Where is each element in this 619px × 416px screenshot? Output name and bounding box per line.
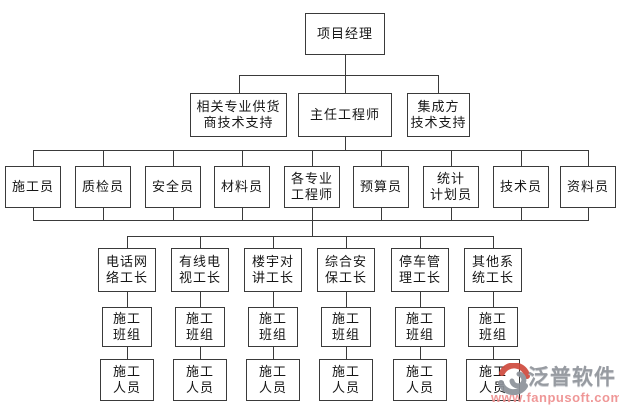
node-statistics-planner: 统计 计划员 <box>423 166 479 208</box>
connector-line <box>420 292 421 307</box>
node-material-officer: 材料员 <box>214 166 270 208</box>
connector-line <box>451 150 452 166</box>
connector-line <box>521 150 522 166</box>
node-construction-staff-3: 施工 人员 <box>246 359 300 401</box>
node-construction-team-2: 施工 班组 <box>175 307 225 347</box>
node-catv-foreman: 有线电 视工长 <box>171 248 229 292</box>
connector-line <box>438 75 439 93</box>
node-project-manager: 项目经理 <box>305 13 385 55</box>
node-construction-team-6: 施工 班组 <box>468 307 518 347</box>
connector-line <box>127 236 128 248</box>
node-security-foreman: 综合安 保工长 <box>317 248 375 292</box>
connector-line <box>239 75 439 76</box>
connector-line <box>346 292 347 307</box>
connector-line <box>420 236 421 248</box>
node-telephone-network-foreman: 电话网 络工长 <box>98 248 156 292</box>
node-other-systems-foreman: 其他系 统工长 <box>464 248 522 292</box>
connector-line <box>173 150 174 166</box>
node-quality-inspector: 质检员 <box>75 166 131 208</box>
connector-line <box>312 150 313 166</box>
connector-line <box>127 236 494 237</box>
connector-line <box>588 150 589 166</box>
node-documentation-officer: 资料员 <box>560 166 616 208</box>
node-construction-staff-1: 施工 人员 <box>100 359 154 401</box>
node-construction-team-3: 施工 班组 <box>248 307 298 347</box>
connector-line <box>273 292 274 307</box>
node-construction-team-5: 施工 班组 <box>395 307 445 347</box>
connector-line <box>451 208 452 220</box>
node-construction-team-4: 施工 班组 <box>321 307 371 347</box>
connector-line <box>33 220 589 221</box>
connector-line <box>173 208 174 220</box>
node-supplier-tech-support: 相关专业供货 商技术支持 <box>190 93 287 137</box>
connector-line <box>33 150 34 166</box>
connector-line <box>346 236 347 248</box>
node-constructor: 施工员 <box>5 166 61 208</box>
connector-line <box>273 347 274 359</box>
connector-line <box>200 292 201 307</box>
node-integrator-tech-support: 集成方 技术支持 <box>407 93 470 137</box>
node-construction-staff-4: 施工 人员 <box>319 359 373 401</box>
fanpu-brand-text: 泛普软件 <box>528 366 616 389</box>
connector-line <box>312 208 313 220</box>
connector-line <box>127 292 128 307</box>
connector-line <box>493 347 494 359</box>
connector-line <box>345 55 346 93</box>
node-construction-staff-5: 施工 人员 <box>393 359 447 401</box>
connector-line <box>493 292 494 307</box>
connector-line <box>103 208 104 220</box>
connector-line <box>381 150 382 166</box>
connector-line <box>381 208 382 220</box>
node-intercom-foreman: 楼宇对 讲工长 <box>244 248 302 292</box>
fanpu-logo-icon <box>497 362 531 404</box>
connector-line <box>345 137 346 150</box>
connector-line <box>200 236 201 248</box>
connector-line <box>127 347 128 359</box>
connector-line <box>33 208 34 220</box>
connector-line <box>346 347 347 359</box>
node-safety-officer: 安全员 <box>145 166 201 208</box>
connector-line <box>312 220 313 236</box>
connector-line <box>273 236 274 248</box>
connector-line <box>200 347 201 359</box>
node-specialty-engineers: 各专业 工程师 <box>284 166 340 208</box>
connector-line <box>239 75 240 93</box>
connector-line <box>103 150 104 166</box>
node-parking-foreman: 停车管 理工长 <box>391 248 449 292</box>
connector-line <box>420 347 421 359</box>
node-chief-engineer: 主任工程师 <box>298 93 392 137</box>
connector-line <box>242 208 243 220</box>
connector-line <box>493 236 494 248</box>
connector-line <box>33 150 589 151</box>
node-construction-staff-2: 施工 人员 <box>173 359 227 401</box>
connector-line <box>588 208 589 220</box>
node-construction-team-1: 施工 班组 <box>102 307 152 347</box>
connector-line <box>521 208 522 220</box>
node-budget-officer: 预算员 <box>353 166 409 208</box>
connector-line <box>242 150 243 166</box>
node-technician: 技术员 <box>493 166 549 208</box>
fanpu-url-text: www.fanpusoft.com <box>491 390 619 405</box>
